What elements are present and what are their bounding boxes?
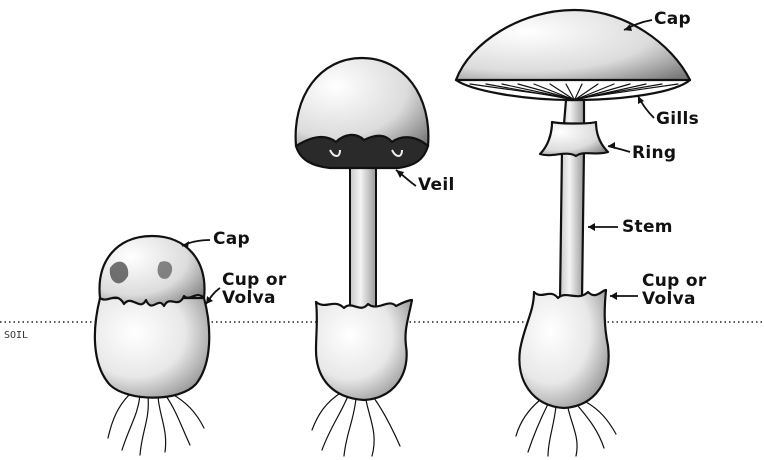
stage3-gills-label: Gills	[656, 109, 699, 129]
stage3-stem-label: Stem	[622, 217, 673, 237]
soil-label: SOIL	[4, 330, 28, 341]
stage2-young-mushroom: Veil	[296, 58, 455, 456]
stage1-roots	[108, 392, 204, 455]
stage3-ring-label: Ring	[632, 143, 676, 163]
stage1-egg: Cap Cup or Volva	[95, 229, 287, 455]
stage1-cap-label: Cap	[213, 229, 250, 249]
stage3-volva	[519, 290, 608, 408]
stage1-volva-label-line1: Cup or	[222, 270, 287, 290]
stage2-roots	[312, 392, 400, 456]
stage3-mature-mushroom: Cap Gills Ring Stem Cup or Volva	[456, 9, 707, 456]
stage2-volva	[316, 300, 412, 400]
stage3-volva-label-line2: Volva	[642, 289, 696, 309]
stage1-volva	[95, 298, 209, 398]
stage2-veil	[296, 135, 428, 168]
stage2-veil-label: Veil	[418, 175, 455, 195]
stage3-ring	[540, 122, 608, 156]
stage2-stem	[350, 148, 376, 313]
stage3-cap-label: Cap	[654, 9, 691, 29]
stage1-volva-label-line2: Volva	[222, 288, 276, 308]
stage3-volva-label-line1: Cup or	[642, 271, 707, 291]
